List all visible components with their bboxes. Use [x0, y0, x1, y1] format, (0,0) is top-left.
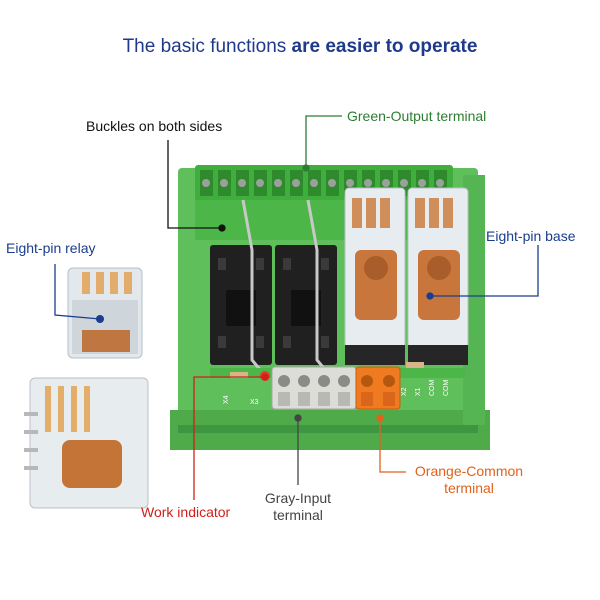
label-buckles-both-sides: Buckles on both sides [86, 118, 223, 134]
label-orange-common-line2: terminal [444, 480, 494, 496]
mark-com-1: COM [429, 380, 436, 397]
page-title: The basic functions are easier to operat… [0, 36, 600, 58]
label-orange-common-terminal: Orange-Common terminal [404, 463, 534, 497]
relay-side-view [24, 377, 149, 509]
label-work-indicator: Work indicator [141, 504, 231, 520]
gray-input-terminal-block [271, 366, 357, 410]
label-eight-pin-relay: Eight-pin relay [6, 240, 96, 256]
callout-lines [54, 115, 539, 500]
label-gray-input-line2: terminal [273, 507, 323, 523]
label-gray-input-line1: Gray-Input [264, 490, 332, 506]
eight-pin-relay-loose [67, 267, 143, 359]
label-orange-common-line1: Orange-Common [414, 463, 524, 479]
empty-relay-bases [210, 199, 337, 373]
label-gray-input-terminal: Gray-Input terminal [248, 490, 348, 524]
headline-regular: The basic functions [122, 36, 292, 57]
mark-x3: X3 [250, 399, 259, 406]
orange-common-terminal-block [355, 366, 401, 410]
installed-relays [344, 187, 469, 365]
label-green-output-terminal: Green-Output terminal [347, 108, 487, 124]
mark-x2: X2 [401, 387, 408, 396]
mark-x4: X4 [223, 395, 230, 404]
mark-x1: X1 [415, 387, 422, 396]
label-eight-pin-base: Eight-pin base [486, 228, 576, 244]
headline-bold: are easier to operate [291, 36, 478, 57]
mark-com-2: COM [443, 380, 450, 397]
